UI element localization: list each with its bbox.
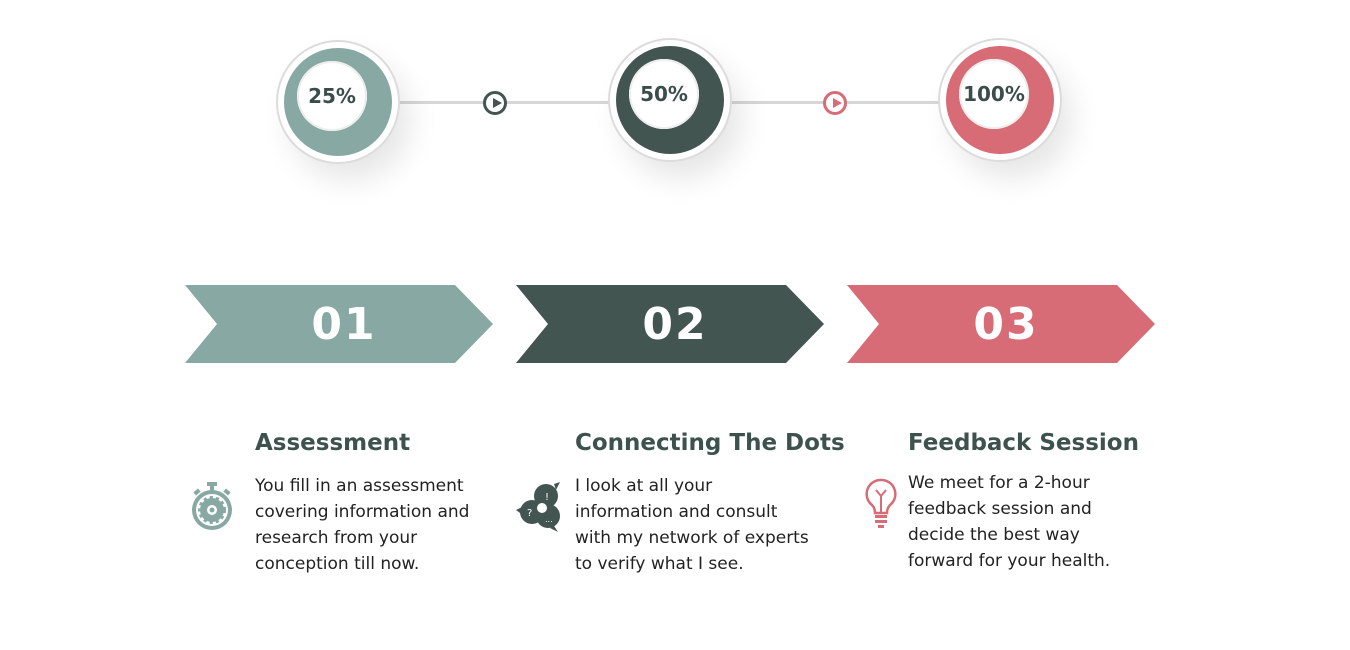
step-number: 01 <box>311 298 377 350</box>
step-description: We meet for a 2-hour feedback session an… <box>908 473 1111 571</box>
step-title: Feedback Session <box>908 430 1139 456</box>
progress-circle-100: 100% <box>940 40 1060 160</box>
speech-bubbles-icon: ! ? ... <box>516 482 564 536</box>
progress-label: 50% <box>629 59 699 129</box>
progress-label: 25% <box>297 61 367 131</box>
step-number: 02 <box>642 298 708 350</box>
progress-circle-50: 50% <box>610 40 730 160</box>
step-title: Connecting The Dots <box>575 430 845 456</box>
progress-label: 100% <box>959 59 1029 129</box>
lightbulb-icon <box>864 478 898 534</box>
step-number: 03 <box>973 298 1039 350</box>
svg-text:!: ! <box>545 492 549 503</box>
play-icon <box>483 91 507 115</box>
progress-circle-25: 25% <box>278 42 398 162</box>
step-description: You fill in an assessment covering infor… <box>255 476 470 574</box>
step-banner-02: 02 <box>516 285 824 363</box>
step-description: I look at all your information and consu… <box>575 476 809 574</box>
stopwatch-gear-icon <box>190 482 234 536</box>
svg-text:...: ... <box>545 515 553 524</box>
play-icon <box>823 91 847 115</box>
step-title: Assessment <box>255 430 411 456</box>
step-banner-03: 03 <box>847 285 1155 363</box>
step-banner-01: 01 <box>185 285 493 363</box>
svg-text:?: ? <box>527 508 532 519</box>
